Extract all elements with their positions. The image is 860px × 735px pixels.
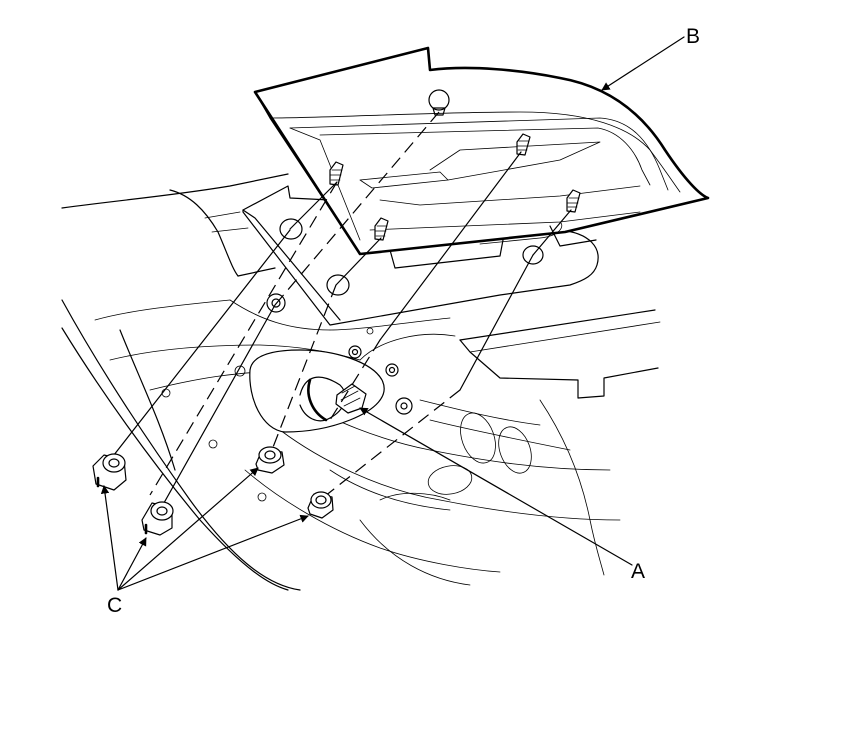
callout-b: B: [686, 25, 700, 48]
callout-c: C: [107, 594, 122, 617]
stud-bolt: [374, 217, 389, 241]
stud-bolt: [566, 189, 581, 213]
stud-bolt: [329, 161, 344, 186]
vehicle-body-panel: [61, 173, 661, 591]
clip-pin: [428, 89, 450, 116]
leader-line-b: [601, 36, 685, 91]
nut-c: [92, 453, 127, 491]
alignment-lines: [109, 111, 572, 511]
taillight-lens-housing: [253, 46, 710, 256]
leader-line-a: [359, 407, 633, 566]
nut-c: [307, 491, 334, 519]
nut-c: [141, 501, 174, 536]
stud-bolt: [516, 133, 531, 156]
leader-lines-c: [100, 467, 309, 591]
nut-c: [255, 446, 285, 474]
callout-a: A: [631, 560, 645, 583]
